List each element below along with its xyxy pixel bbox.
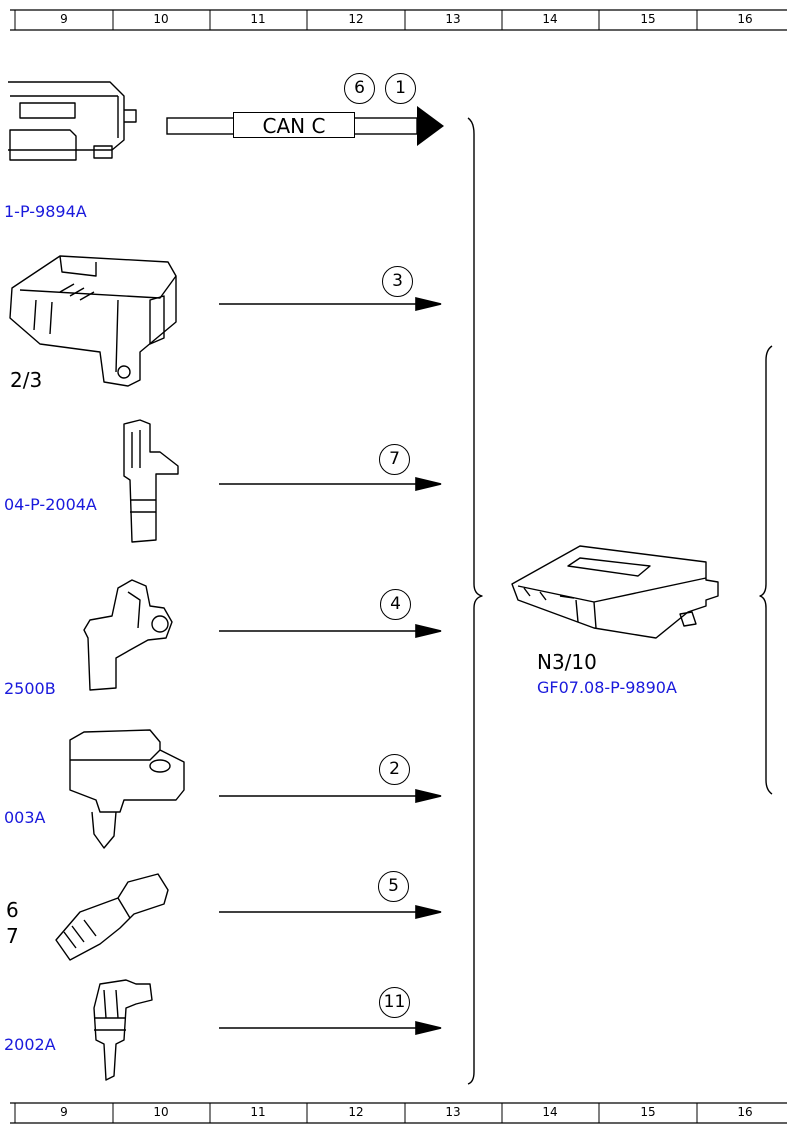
ruler-col-9: 9 [60,1105,68,1119]
ruler-col-16: 16 [737,12,753,26]
ruler-col-11: 11 [250,1105,266,1119]
component-identifier: 2/3 [10,368,43,392]
callout-bubble: 3 [382,266,413,297]
target-document-code-link[interactable]: GF07.08-P-9890A [537,678,677,697]
ruler-frame [10,1102,787,1124]
speed-sensor-illustration [123,419,179,543]
column-ruler-top: 9 10 11 12 13 14 15 16 [0,9,787,31]
callout-bubble: 1 [385,73,416,104]
document-code-link[interactable]: 04-P-2004A [4,495,97,514]
ruler-col-12: 12 [348,1105,364,1119]
callout-bubble: 7 [379,444,410,475]
callout-bubble: 2 [379,754,410,785]
callout-bubble: 5 [378,871,409,902]
ruler-col-13: 13 [445,12,461,26]
cam-sensor-illustration [83,579,173,691]
coolant-sensor-illustration [93,979,153,1081]
document-code-link[interactable]: 1-P-9894A [4,202,87,221]
ruler-col-14: 14 [542,1105,558,1119]
ruler-col-14: 14 [542,12,558,26]
document-code-link[interactable]: 2002A [4,1035,56,1054]
callout-bubble: 4 [380,589,411,620]
ruler-col-12: 12 [348,12,364,26]
ruler-col-15: 15 [640,12,656,26]
control-unit-illustration [8,81,137,161]
arrow-head [415,623,442,639]
component-identifier: 7 [6,924,19,948]
document-code-link[interactable]: 2500B [4,679,56,698]
ruler-col-9: 9 [60,12,68,26]
document-code-link[interactable]: 003A [4,808,46,827]
arrow-head [415,904,442,920]
arrow-head [415,476,442,492]
transmission-control-unit-illustration [511,545,719,639]
callout-bubble: 11 [379,987,410,1018]
module-illustration [9,255,177,387]
component-identifier: 6 [6,898,19,922]
target-identifier: N3/10 [537,650,597,674]
pressure-sensor-illustration [69,729,185,849]
output-brace [759,345,773,795]
arrow-head [415,296,442,312]
ruler-frame [10,9,787,31]
ruler-col-15: 15 [640,1105,656,1119]
column-ruler-bottom: 9 10 11 12 13 14 15 16 [0,1102,787,1124]
temperature-sensor-illustration [55,873,169,961]
ruler-col-10: 10 [153,12,169,26]
can-bus-label: CAN C [233,112,355,138]
arrow-head [415,788,442,804]
callout-bubble: 6 [344,73,375,104]
ruler-col-16: 16 [737,1105,753,1119]
ruler-col-10: 10 [153,1105,169,1119]
bus-brace [467,117,483,1085]
ruler-col-11: 11 [250,12,266,26]
arrow-head [415,1020,442,1036]
ruler-col-13: 13 [445,1105,461,1119]
